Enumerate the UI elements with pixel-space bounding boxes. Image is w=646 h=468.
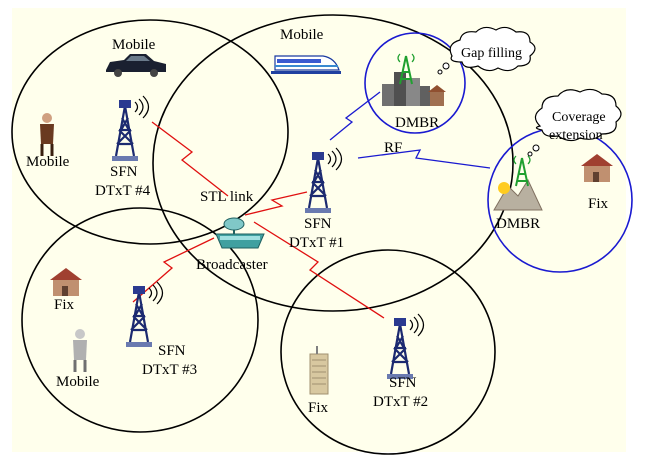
stl-link-dtxt2 xyxy=(253,221,385,319)
office-building-icon xyxy=(309,346,329,395)
mountain-icon xyxy=(493,178,543,211)
rf-link-coverage xyxy=(357,149,491,169)
label-mobile-car: Mobile xyxy=(112,37,156,53)
label-gap-filling: Gap filling xyxy=(461,46,522,61)
label-dmbr-top: DMBR xyxy=(395,115,439,131)
label-sfn1-line2: DTxT #1 xyxy=(289,235,344,251)
label-sfn2-line2: DTxT #2 xyxy=(373,394,428,410)
label-mobile-person-bottom: Mobile xyxy=(56,374,100,390)
stl-link-dtxt3 xyxy=(132,237,215,303)
label-sfn3-line2: DTxT #3 xyxy=(142,362,197,378)
rf-link-gap xyxy=(329,91,381,141)
city-buildings-icon xyxy=(382,72,446,106)
car-icon xyxy=(106,54,166,77)
gap-filling-callout xyxy=(437,26,536,75)
coverage-circle-dtxt4 xyxy=(11,19,289,245)
label-sfn3-line1: SFN xyxy=(158,343,186,359)
label-sfn2-line1: SFN xyxy=(389,375,417,391)
label-sfn1-line1: SFN xyxy=(304,216,332,232)
label-fix-bottom: Fix xyxy=(308,400,329,416)
label-mobile-person-left: Mobile xyxy=(26,154,70,170)
person-icon-left xyxy=(40,113,54,156)
label-stl-link: STL link xyxy=(200,189,254,205)
label-broadcaster: Broadcaster xyxy=(196,257,268,273)
coverage-circle-dtxt3 xyxy=(21,207,259,433)
label-fix-right: Fix xyxy=(588,196,609,212)
label-coverage-line1: Coverage xyxy=(552,110,606,125)
label-sfn4-line2: DTxT #4 xyxy=(95,183,151,199)
label-sfn4-line1: SFN xyxy=(110,164,138,180)
stl-link-dtxt4 xyxy=(151,121,229,197)
satellite-dish-icon xyxy=(215,217,265,249)
house-icon-right xyxy=(581,154,613,182)
label-rf: RF xyxy=(384,140,402,156)
label-dmbr-right: DMBR xyxy=(496,216,540,232)
coverage-circle-dtxt2 xyxy=(280,249,496,455)
coverage-circle-dmbr-gap xyxy=(364,32,466,134)
stl-link-dtxt1 xyxy=(244,191,308,216)
label-fix-left: Fix xyxy=(54,297,75,313)
person-icon-bottom xyxy=(73,329,87,372)
coverage-extension-callout xyxy=(527,88,622,157)
train-icon xyxy=(271,55,341,74)
label-coverage-line2: extension xyxy=(549,128,603,143)
label-mobile-train: Mobile xyxy=(280,27,324,43)
house-icon-left xyxy=(50,268,82,296)
coverage-circle-dtxt1 xyxy=(152,14,514,312)
